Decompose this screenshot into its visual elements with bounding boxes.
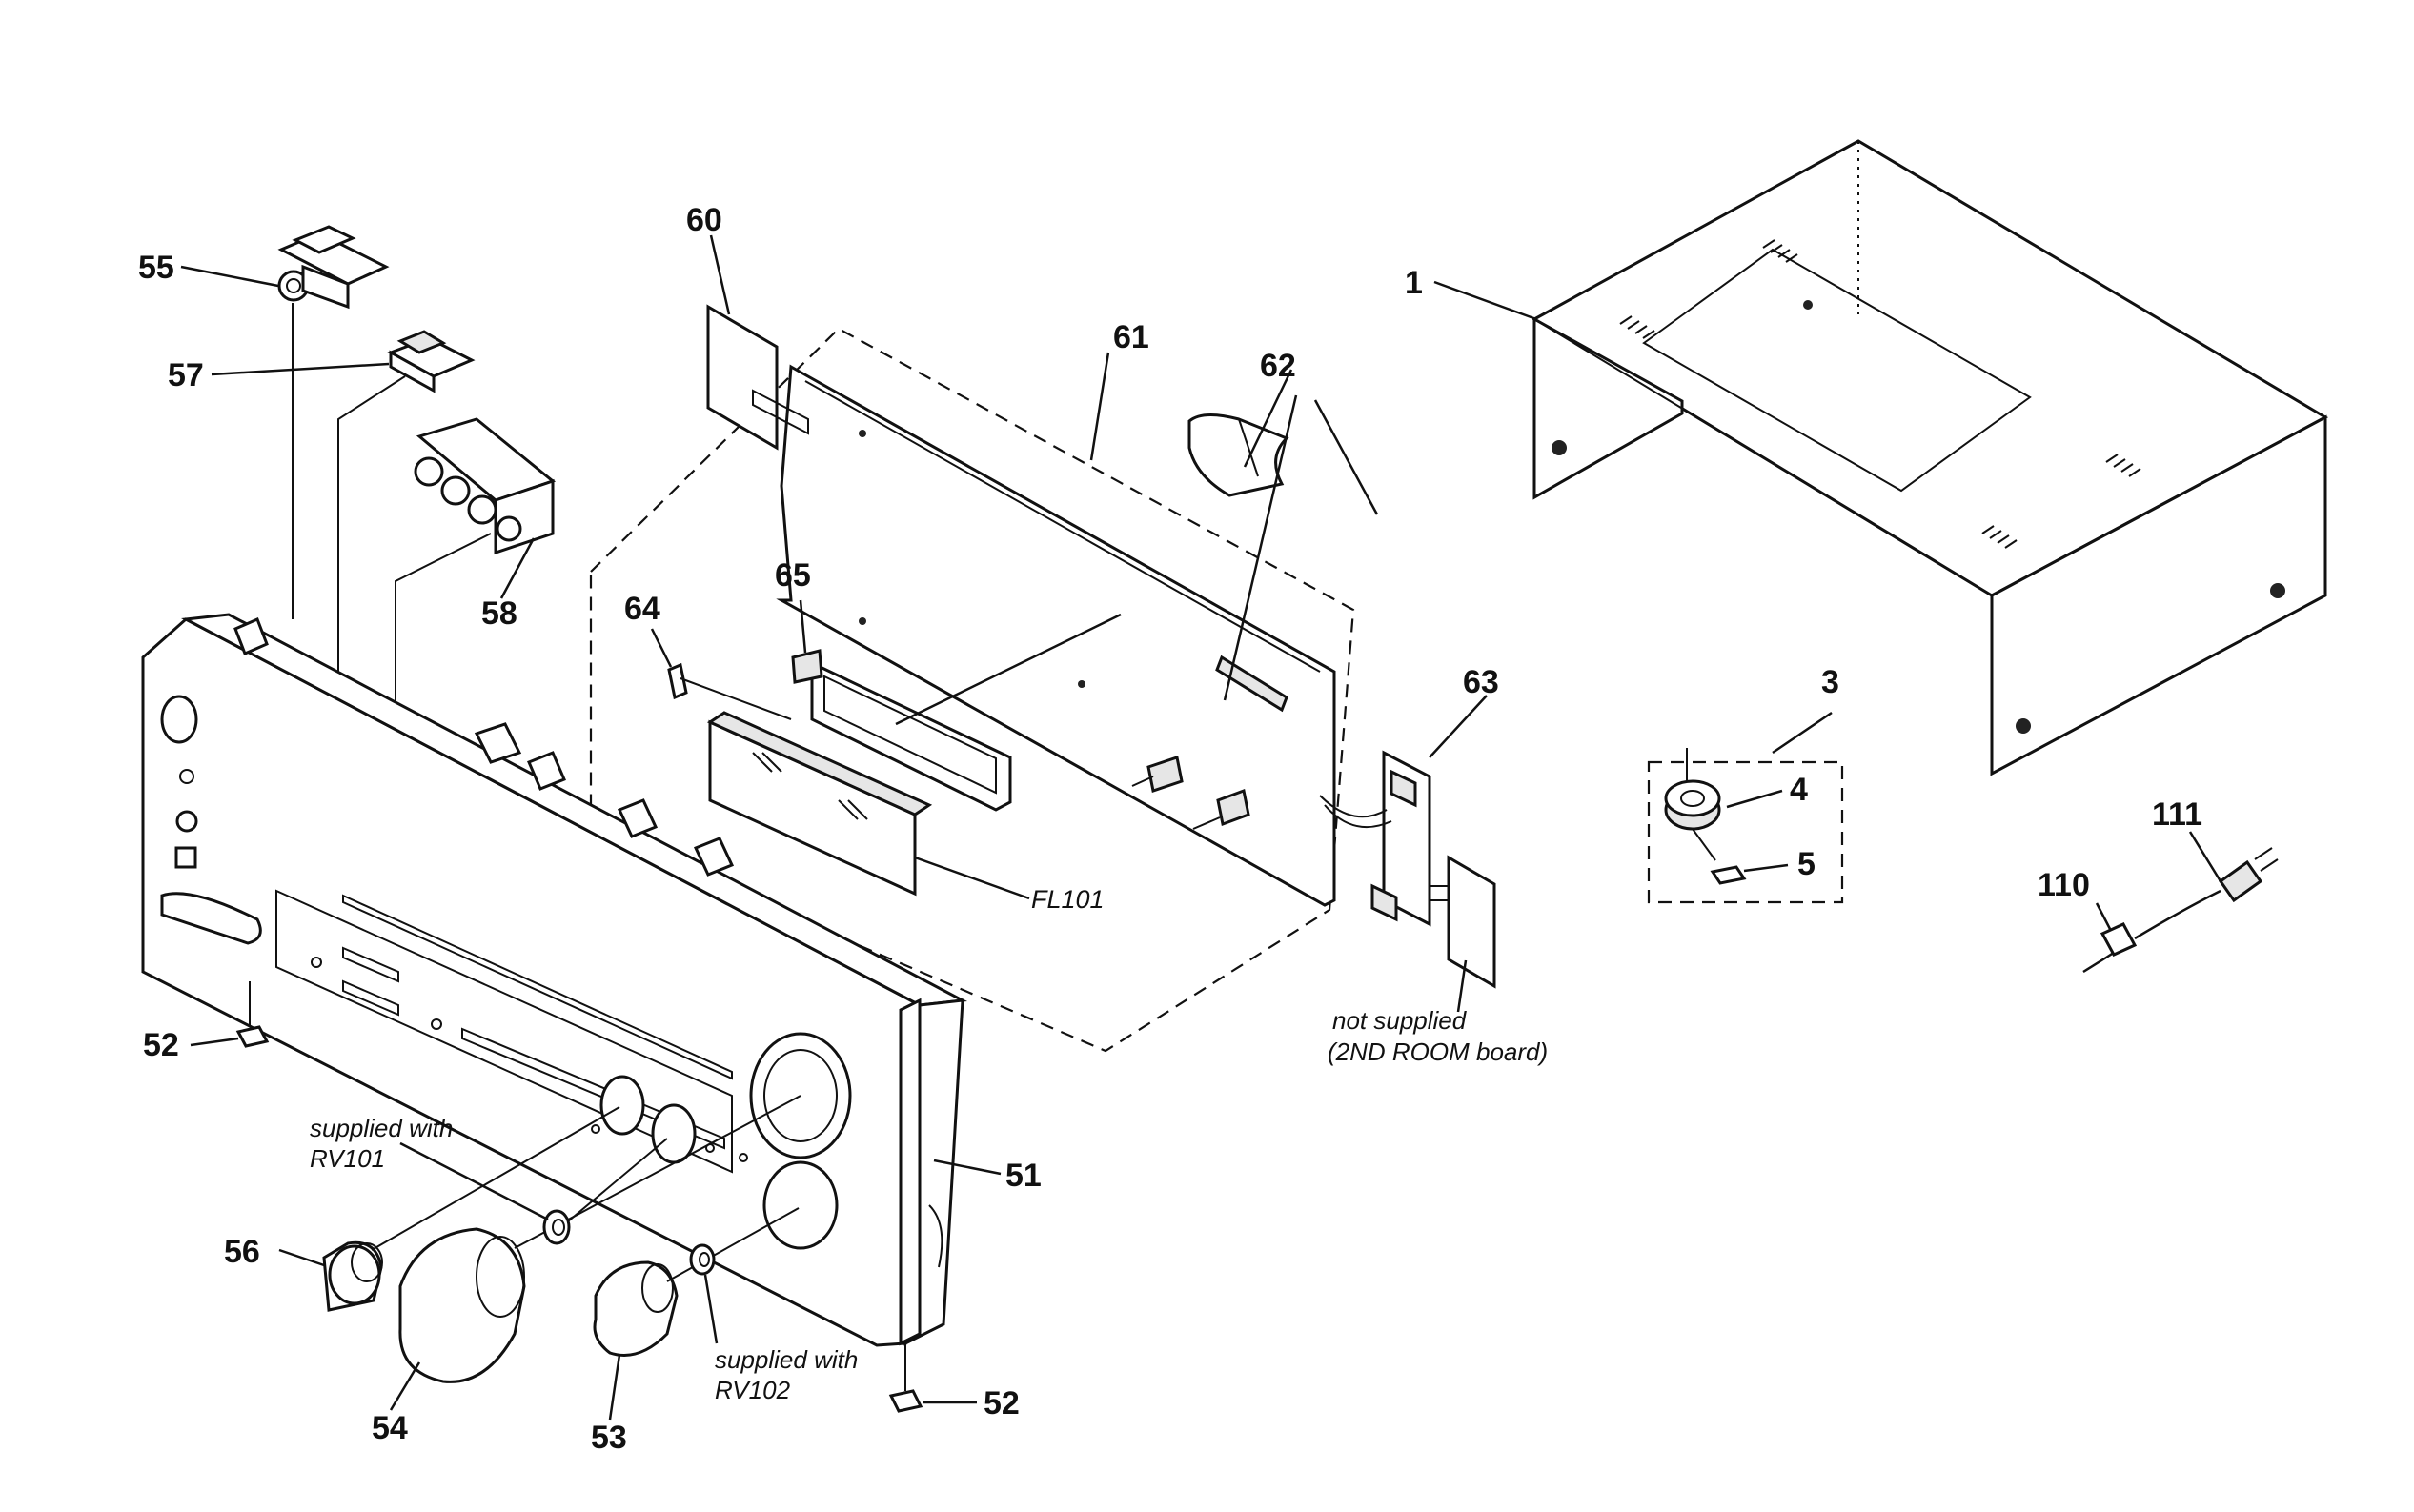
av-jack-board-part-58 — [414, 417, 557, 555]
callout-57: 57 — [168, 357, 204, 393]
callout-55: 55 — [138, 250, 174, 286]
washer-rv102 — [689, 1243, 716, 1276]
board-group-outline — [589, 327, 1355, 1053]
callout-3: 3 — [1821, 664, 1839, 700]
callout-111: 111 — [2152, 796, 2202, 833]
knob-part-56 — [322, 1240, 383, 1312]
note-supplied-with-rv101-line1: supplied with — [310, 1114, 453, 1142]
note-supplied-with-rv101-line2: RV101 — [310, 1144, 385, 1173]
sensor-board-part-57 — [387, 330, 476, 393]
knob-part-53 — [593, 1260, 679, 1357]
ref-fl101: FL101 — [1031, 885, 1105, 914]
callout-52-left: 52 — [143, 1027, 179, 1063]
callout-54: 54 — [372, 1410, 408, 1446]
foot-part-4 — [1664, 748, 1721, 861]
callout-63: 63 — [1463, 664, 1499, 700]
spacer-part-64 — [667, 662, 792, 720]
power-cord-parts-110-111 — [2082, 847, 2279, 974]
callout-4: 4 — [1790, 772, 1808, 808]
pad-part-5 — [1710, 865, 1747, 885]
board-connectors — [1131, 756, 1250, 830]
display-board-part-61 — [776, 364, 1336, 907]
callout-60: 60 — [686, 202, 722, 238]
callout-110: 110 — [2038, 867, 2090, 903]
callout-61: 61 — [1113, 319, 1149, 355]
knob-part-54 — [398, 1227, 526, 1383]
top-cover-part-1 — [1531, 139, 2329, 776]
callout-52-right: 52 — [984, 1385, 1020, 1421]
jack-board-part-55 — [277, 225, 390, 310]
note-2nd-room-board: (2ND ROOM board) — [1328, 1038, 1548, 1066]
fluorescent-display-FL101 — [706, 711, 933, 897]
callout-5: 5 — [1797, 846, 1816, 882]
callout-65: 65 — [775, 557, 811, 594]
leader-1 — [1433, 280, 1537, 321]
small-board-part-60 — [706, 304, 809, 451]
pad-part-52-right — [888, 1343, 923, 1413]
callout-64: 64 — [624, 591, 660, 627]
callout-51: 51 — [1005, 1158, 1042, 1194]
note-not-supplied: not supplied — [1332, 1006, 1468, 1035]
note-supplied-with-rv102-line2: RV102 — [715, 1376, 791, 1404]
room-board-part-63 — [1319, 750, 1496, 989]
pad-part-52-left — [235, 981, 270, 1048]
callout-62: 62 — [1260, 348, 1296, 384]
foot-group-box — [1647, 760, 1844, 904]
washer-rv101 — [542, 1209, 571, 1245]
front-panel-part-51 — [141, 613, 968, 1347]
callout-53: 53 — [591, 1420, 627, 1456]
callout-1: 1 — [1405, 265, 1423, 301]
display-holder-part-65 — [791, 649, 1012, 812]
note-supplied-with-rv102-line1: supplied with — [715, 1345, 858, 1374]
callout-56: 56 — [224, 1234, 260, 1270]
sheet-part-62 — [1187, 413, 1289, 497]
callout-58: 58 — [481, 595, 517, 632]
